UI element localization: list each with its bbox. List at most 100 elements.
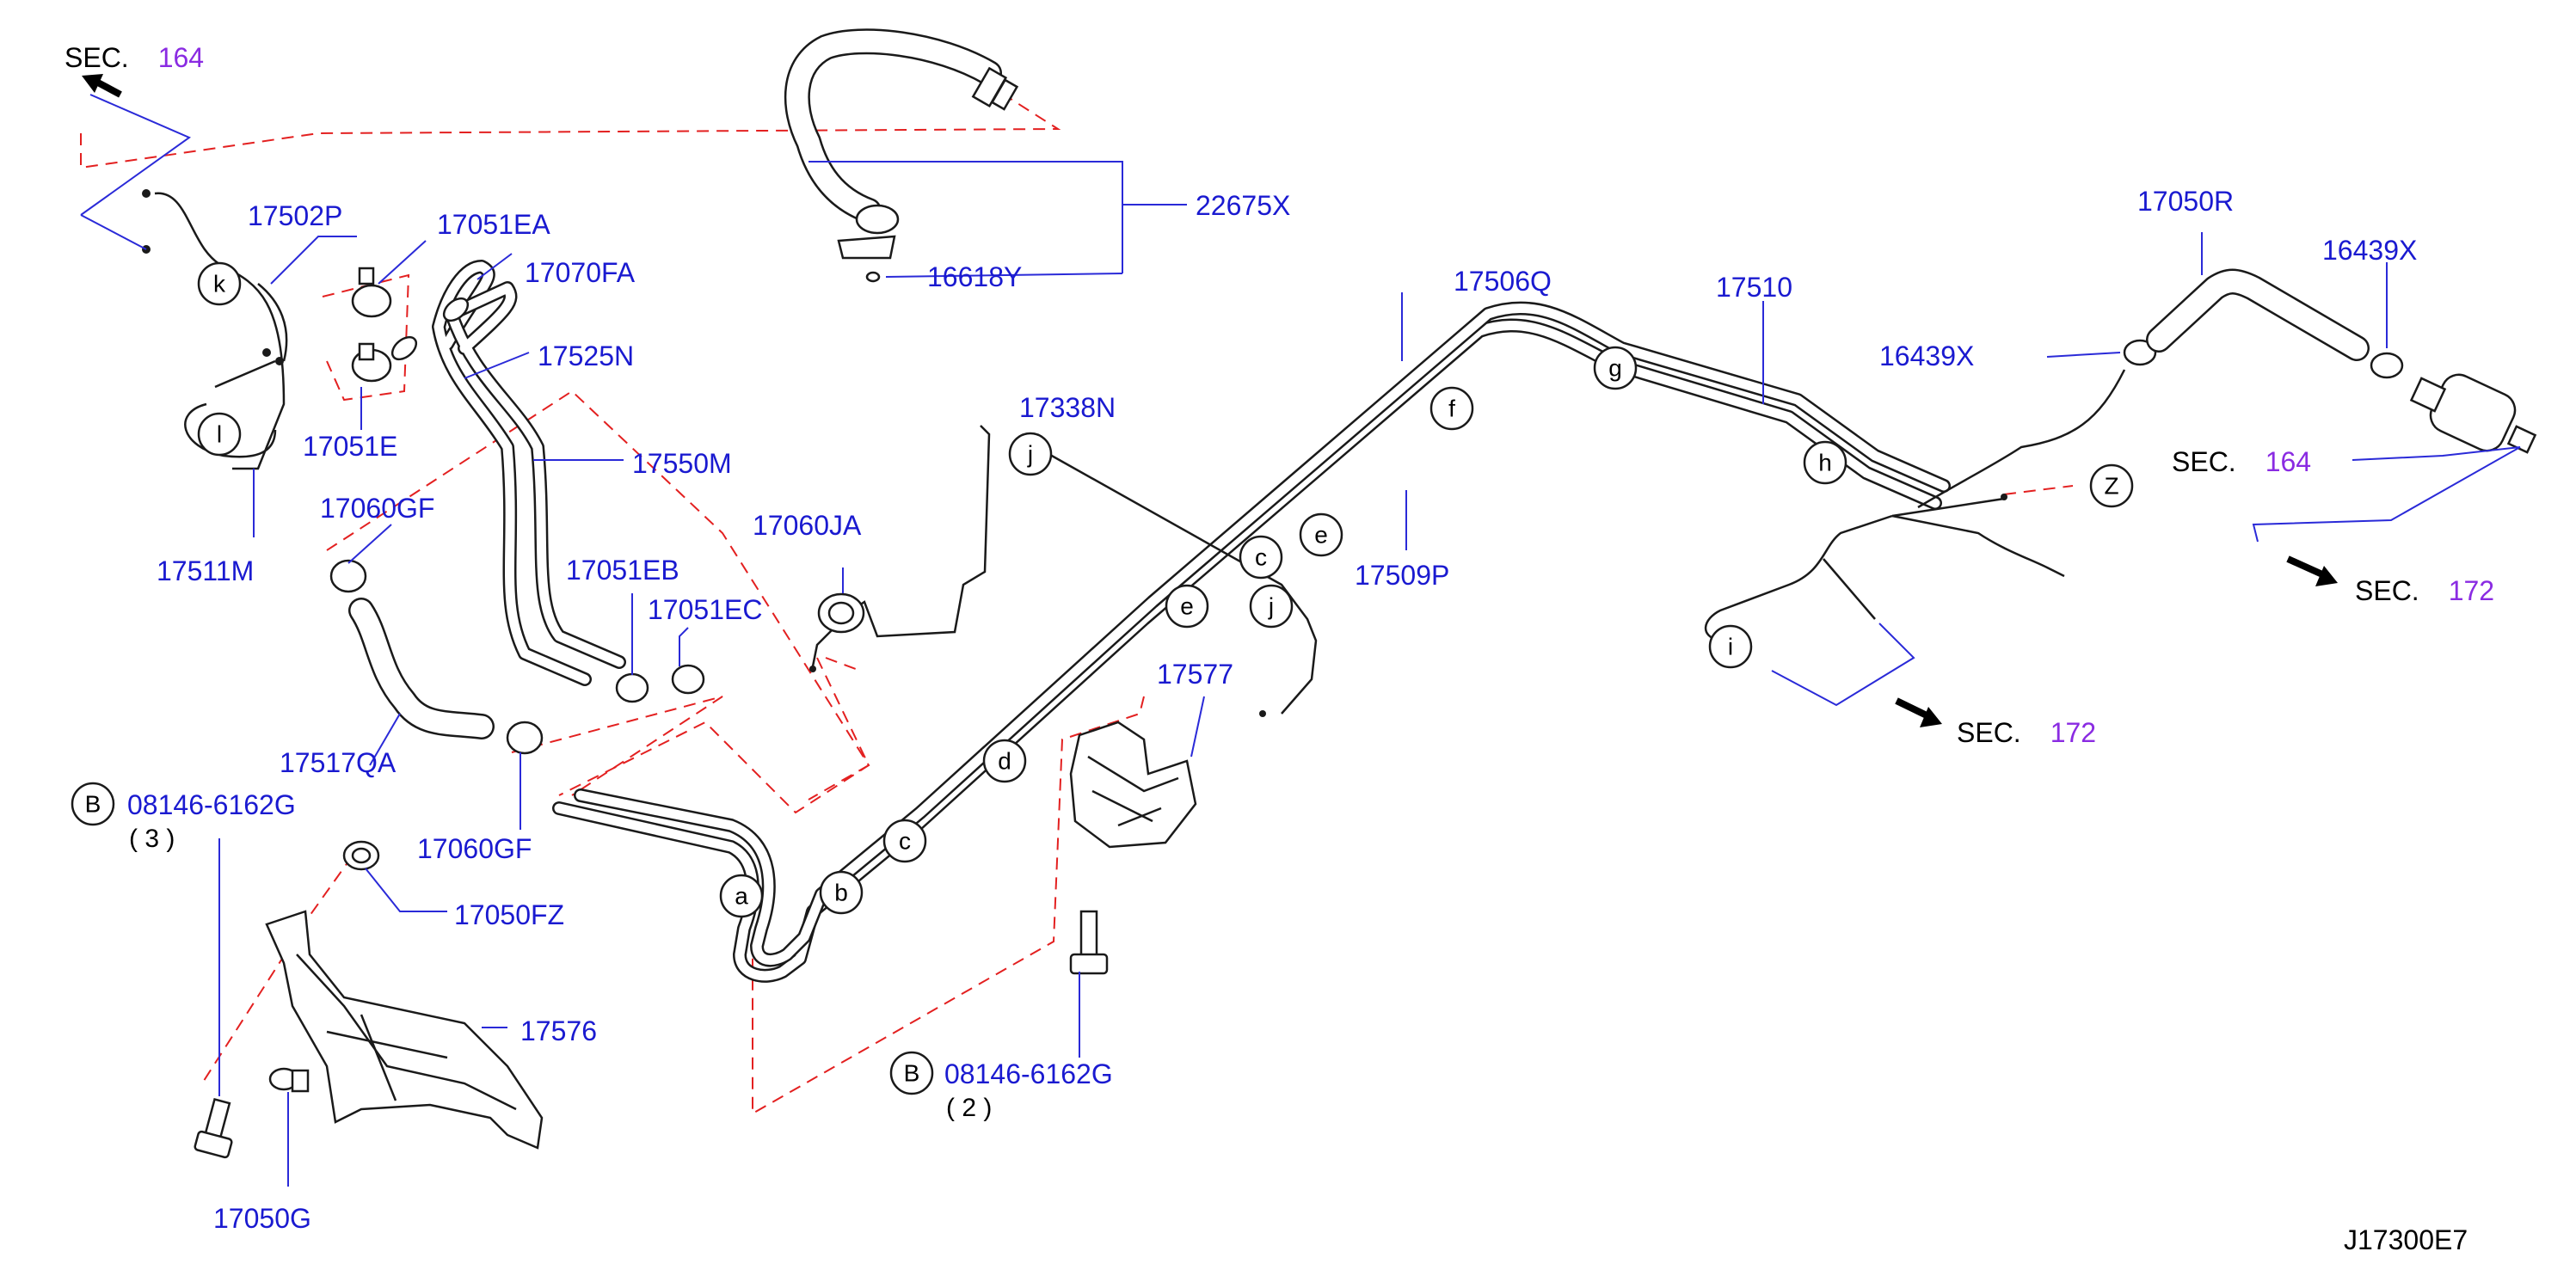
svg-text:g: g <box>1608 355 1622 382</box>
svg-text:c: c <box>1255 544 1267 571</box>
callout-b-bolt: B <box>889 1051 934 1095</box>
protector-17576 <box>265 910 544 1150</box>
clamp-16439X <box>2123 339 2157 366</box>
part-label-17051ea: 17051EA <box>437 209 550 240</box>
callout-j: j <box>1249 584 1294 629</box>
part-label-17550m: 17550M <box>632 448 732 479</box>
hose-end <box>390 335 418 361</box>
line-end-dot <box>262 348 271 357</box>
part-label-16439x: 16439X <box>1879 340 1974 371</box>
callout-f: f <box>1429 386 1474 431</box>
hose-clamps <box>329 267 2404 755</box>
filter-inlet <box>2409 377 2447 413</box>
assembly-dashed-lines <box>80 98 2074 1115</box>
bolt-head <box>194 1130 233 1159</box>
quantity-label: ( 2 ) <box>946 1094 992 1122</box>
part-label-17506q: 17506Q <box>1454 266 1552 297</box>
line-end-dot <box>2001 494 2007 500</box>
protector-17577 <box>1069 721 1197 849</box>
grommet-inner <box>827 601 855 625</box>
part-label-17510: 17510 <box>1716 272 1792 303</box>
svg-text:c: c <box>899 828 911 855</box>
section-ref-172: SEC.172 <box>2355 575 2494 606</box>
part-label-17051ec: 17051EC <box>648 594 762 625</box>
svg-text:B: B <box>85 791 101 818</box>
svg-text:i: i <box>1728 634 1733 660</box>
section-references: SEC.164 SEC.164 SEC.172 SEC.172 <box>65 42 2494 748</box>
svg-text:l: l <box>217 421 222 448</box>
quantity-labels: ( 3 ) ( 2 ) <box>129 825 992 1122</box>
clamp-17051EB <box>615 672 649 703</box>
callout-l: l <box>197 412 242 457</box>
part-label-17525n: 17525N <box>538 340 634 371</box>
svg-text:B: B <box>904 1060 920 1087</box>
svg-text:Z: Z <box>2104 473 2118 500</box>
callout-e: e <box>1299 512 1343 557</box>
section-ref-172: SEC.172 <box>1957 717 2096 748</box>
section-ref-164: SEC.164 <box>65 42 204 73</box>
bolt-head <box>1069 953 1109 975</box>
svg-text:k: k <box>213 271 226 298</box>
part-label-17050g: 17050G <box>213 1203 311 1234</box>
callout-b-bolt: B <box>71 782 115 826</box>
callout-a: a <box>719 874 764 918</box>
part-label-17511m: 17511M <box>157 555 254 586</box>
part-label-17051eb: 17051EB <box>566 555 679 586</box>
callout-d: d <box>982 739 1027 783</box>
hose-clip-16618Y <box>855 204 900 235</box>
clamp-17060GF <box>506 721 544 755</box>
fasteners <box>194 840 1109 1159</box>
grommet-16618Y <box>865 271 881 283</box>
hose-17517QA <box>348 598 495 739</box>
svg-text:f: f <box>1448 396 1455 422</box>
callout-c: c <box>1239 535 1283 580</box>
hose-connector <box>990 78 1019 111</box>
svg-text:e: e <box>1314 522 1328 549</box>
part-label-08146-6162g: 08146-6162G <box>944 1058 1113 1089</box>
vapor-hoses <box>390 260 626 686</box>
part-number-labels: 22675X 16618Y 17502P 17051EA 17070FA 175… <box>127 186 2417 1234</box>
arrow-icon <box>82 74 103 93</box>
part-label-17338n: 17338N <box>1019 392 1116 423</box>
callout-i: i <box>1708 624 1753 669</box>
part-label-16439x: 16439X <box>2322 235 2417 266</box>
callout-j: j <box>1008 432 1053 476</box>
section-ref-164: SEC.164 <box>2172 446 2311 477</box>
main-fuel-tubes <box>552 301 2126 983</box>
arrow-icon <box>1895 697 1928 719</box>
part-label-17060gf: 17060GF <box>417 833 532 864</box>
section-arrows <box>82 74 2338 727</box>
line-end-dot <box>142 189 151 198</box>
line-end-dot <box>275 357 284 365</box>
svg-text:h: h <box>1818 450 1832 476</box>
part-label-17577: 17577 <box>1157 659 1233 690</box>
bolt-08146-6162G <box>1079 910 1098 960</box>
part-label-17576: 17576 <box>520 1015 597 1046</box>
part-label-08146-6162g: 08146-6162G <box>127 789 296 820</box>
svg-text:a: a <box>735 883 748 910</box>
hose-end <box>442 297 470 322</box>
svg-text:d: d <box>998 748 1011 775</box>
callout-c: c <box>882 819 927 863</box>
fuel-filter <box>2409 373 2537 454</box>
callout-b: b <box>819 870 864 915</box>
part-label-17509p: 17509P <box>1355 560 1449 591</box>
quantity-label: ( 3 ) <box>129 825 175 853</box>
part-label-17517qa: 17517QA <box>280 747 397 778</box>
callout-h: h <box>1803 440 1847 485</box>
part-label-22675x: 22675X <box>1196 190 1290 221</box>
part-label-17060ja: 17060JA <box>753 510 862 541</box>
callout-k: k <box>197 261 242 306</box>
callout-g: g <box>1593 346 1638 390</box>
line-end-dot <box>809 666 816 672</box>
arrow-icon <box>2286 555 2324 578</box>
leader-lines <box>218 161 2521 1187</box>
clamp-17060GF <box>329 559 367 593</box>
nut-inner <box>351 847 372 864</box>
hose-17050R <box>2146 268 2370 361</box>
line-end-dot <box>1259 710 1266 717</box>
part-label-17051e: 17051E <box>303 431 397 462</box>
svg-text:e: e <box>1180 593 1194 620</box>
callout-e: e <box>1165 584 1209 629</box>
